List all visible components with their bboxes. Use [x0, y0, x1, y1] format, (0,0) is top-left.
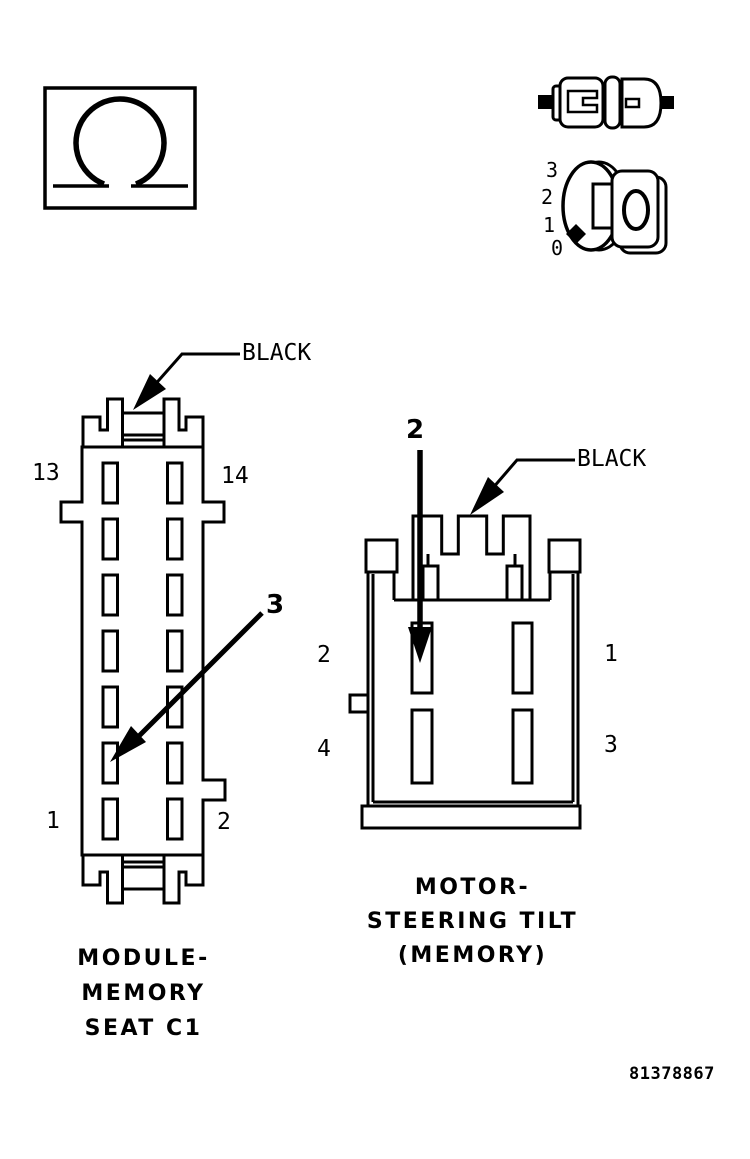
pin3-callout-arrow: [110, 611, 264, 762]
figure-part-number: 81378867: [629, 1064, 715, 1084]
side-walls: [366, 572, 580, 806]
pin-slot: [410, 708, 434, 785]
pin-slot: [101, 797, 119, 841]
right-title-line2: STEERING TILT: [366, 909, 579, 934]
pin2-callout-arrow: [408, 450, 432, 663]
left-title-line2: MEMORY: [81, 981, 206, 1006]
dial-scale-3: 3: [546, 158, 559, 182]
disconnect-connectors-icon: [538, 75, 674, 130]
pin2-label-right: 2: [317, 642, 331, 668]
pin-slot: [511, 708, 534, 785]
pin-slot: [166, 461, 184, 505]
latch-slot: [505, 564, 524, 602]
left-title-line3: SEAT C1: [84, 1016, 203, 1041]
latch-slot: [421, 564, 440, 602]
connector-body: [59, 445, 227, 857]
left-title-line1: MODULE-: [77, 946, 210, 971]
black-wire-label-left: BLACK: [242, 340, 312, 366]
bottom-latch: [81, 855, 205, 905]
bottom-latch-detail: [121, 855, 166, 889]
black-wire-label-right: BLACK: [577, 446, 647, 472]
pin-slot: [166, 629, 184, 673]
pin-slot: [101, 685, 119, 729]
side-notch: [348, 693, 368, 714]
pin1-label-right: 1: [604, 641, 618, 667]
dial-scale-0: 0: [551, 236, 564, 260]
pin-slot: [101, 461, 119, 505]
right-title-line1: MOTOR-: [414, 875, 531, 900]
pin-slot: [101, 741, 119, 785]
pin1-label-left: 1: [46, 808, 60, 834]
right-title-line3: (MEMORY): [397, 943, 548, 968]
black-wire-callout-right-arrow: [470, 458, 575, 515]
left-connector-title: MODULE- MEMORY SEAT C1: [33, 941, 254, 1046]
pin-slot: [101, 573, 119, 617]
dial-face-zero-icon: [622, 189, 650, 231]
pin14-label: 14: [221, 463, 249, 489]
pin3-label-right: 3: [604, 732, 618, 758]
meter-dial-icon: [561, 160, 668, 255]
callout-2-label: 2: [406, 415, 425, 445]
motor-steering-tilt-connector: [348, 514, 582, 830]
dial-pointer-diamond-icon: [566, 224, 586, 244]
black-wire-callout-left-arrow: [133, 352, 240, 410]
corner-block-right: [547, 538, 582, 574]
pin-slot: [511, 621, 534, 695]
pin-slot: [166, 741, 184, 785]
corner-block-left: [364, 538, 399, 574]
dial-scale-2: 2: [541, 185, 554, 209]
pin-slot: [166, 573, 184, 617]
top-latch: [81, 397, 205, 447]
callout-3-label: 3: [266, 590, 285, 620]
pin2-label-left: 2: [217, 809, 231, 835]
pin-slot: [166, 797, 184, 841]
right-connector-title: MOTOR- STEERING TILT (MEMORY): [330, 871, 615, 973]
pin-slot: [101, 629, 119, 673]
dial-scale-1: 1: [543, 213, 556, 237]
module-memory-seat-c1-connector: [59, 397, 227, 905]
top-latch-detail: [121, 413, 166, 447]
base-bar: [360, 804, 582, 830]
ohmmeter-icon: [43, 86, 197, 210]
pin13-label: 13: [32, 460, 60, 486]
pin4-label-right: 4: [317, 736, 331, 762]
top-tabs: [411, 514, 532, 600]
pin-slot: [101, 517, 119, 561]
pin-slot: [166, 517, 184, 561]
